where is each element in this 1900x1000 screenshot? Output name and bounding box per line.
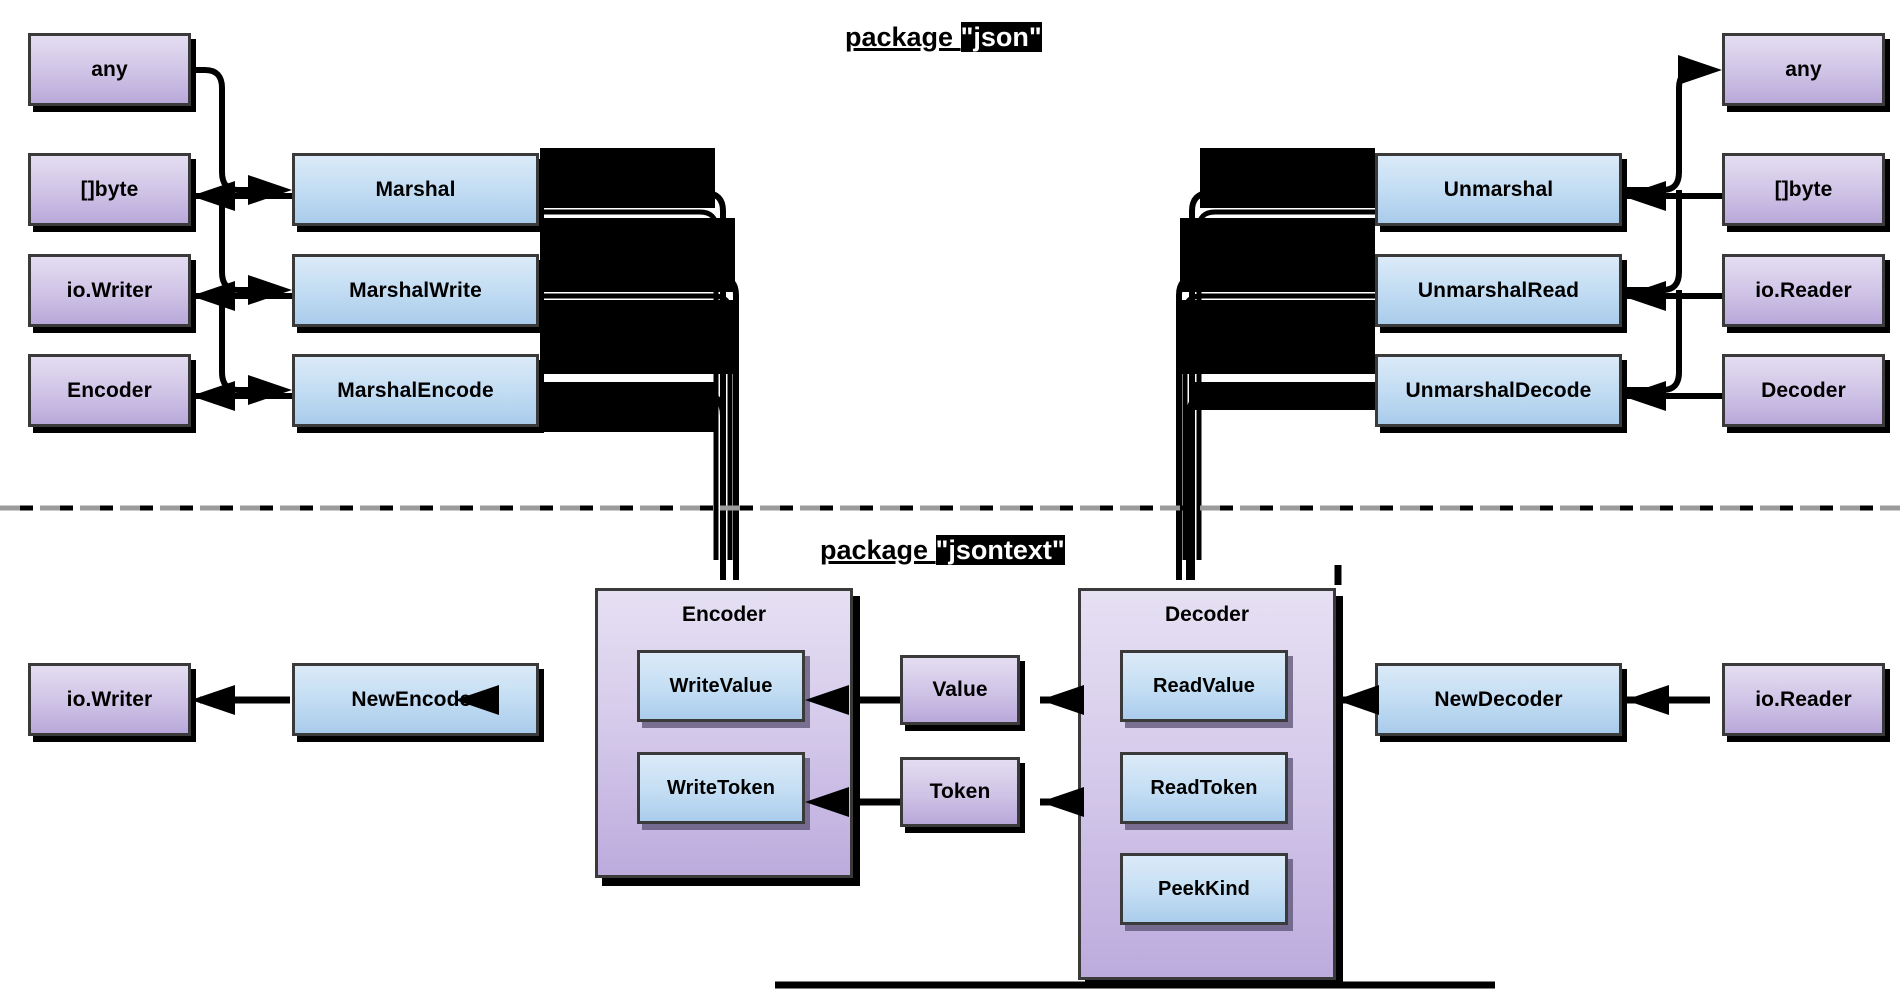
func-node-unmarshalread[interactable]: UnmarshalRead xyxy=(1375,254,1622,327)
node-label: io.Writer xyxy=(66,687,153,711)
node-label: UnmarshalDecode xyxy=(1405,378,1592,402)
node-label: []byte xyxy=(1774,177,1833,201)
type-node-decoder-right[interactable]: Decoder xyxy=(1722,354,1885,427)
node-label: io.Reader xyxy=(1755,687,1852,711)
type-node-ioreader-right[interactable]: io.Reader xyxy=(1722,254,1885,327)
struct-container-encoder[interactable]: Encoder xyxy=(595,588,853,878)
method-node-writetoken[interactable]: WriteToken xyxy=(637,752,805,824)
node-label: ReadValue xyxy=(1152,674,1256,697)
method-node-peekkind[interactable]: PeekKind xyxy=(1120,853,1288,925)
type-node-iowriter-bottom[interactable]: io.Writer xyxy=(28,663,191,736)
func-node-unmarshal[interactable]: Unmarshal xyxy=(1375,153,1622,226)
node-label: Encoder xyxy=(67,378,152,402)
node-label: Decoder xyxy=(1761,378,1846,402)
package-jsontext-title-pre: package xyxy=(820,535,936,565)
node-label: io.Writer xyxy=(66,278,153,302)
node-label: MarshalWrite xyxy=(349,278,482,302)
type-node-token[interactable]: Token xyxy=(900,757,1020,827)
node-label: ReadToken xyxy=(1150,776,1258,799)
node-label: NewDecoder xyxy=(1434,687,1563,711)
type-node-encoder-left[interactable]: Encoder xyxy=(28,354,191,427)
node-label: Value xyxy=(932,678,988,701)
func-node-newdecoder[interactable]: NewDecoder xyxy=(1375,663,1622,736)
package-jsontext-title: package "jsontext" xyxy=(820,535,1065,566)
func-node-unmarshaldecode[interactable]: UnmarshalDecode xyxy=(1375,354,1622,427)
container-title-encoder: Encoder xyxy=(681,603,767,626)
type-node-value[interactable]: Value xyxy=(900,655,1020,725)
node-label: WriteToken xyxy=(666,776,776,799)
container-title-decoder: Decoder xyxy=(1164,603,1250,626)
package-jsontext-title-quoted: "jsontext" xyxy=(935,535,1065,565)
type-node-bytes-left[interactable]: []byte xyxy=(28,153,191,226)
node-label: any xyxy=(91,57,128,81)
node-label: Marshal xyxy=(375,177,456,201)
node-label: UnmarshalRead xyxy=(1417,278,1580,302)
func-node-marshalwrite[interactable]: MarshalWrite xyxy=(292,254,539,327)
node-label: any xyxy=(1785,57,1822,81)
func-node-newencoder[interactable]: NewEncoder xyxy=(292,663,539,736)
func-node-marshalencode[interactable]: MarshalEncode xyxy=(292,354,539,427)
type-node-any-left[interactable]: any xyxy=(28,33,191,106)
node-label: MarshalEncode xyxy=(337,378,494,402)
package-json-title: package "json" xyxy=(845,22,1042,53)
type-node-iowriter-left[interactable]: io.Writer xyxy=(28,254,191,327)
type-node-any-right[interactable]: any xyxy=(1722,33,1885,106)
type-node-ioreader-bottom[interactable]: io.Reader xyxy=(1722,663,1885,736)
package-json-title-quoted: "json" xyxy=(960,22,1042,52)
node-label: NewEncoder xyxy=(351,687,480,711)
node-label: Unmarshal xyxy=(1443,177,1554,201)
node-label: WriteValue xyxy=(669,674,773,697)
node-label: Token xyxy=(929,780,991,803)
func-node-marshal[interactable]: Marshal xyxy=(292,153,539,226)
method-node-readtoken[interactable]: ReadToken xyxy=(1120,752,1288,824)
node-label: io.Reader xyxy=(1755,278,1852,302)
node-label: PeekKind xyxy=(1158,877,1250,900)
method-node-readvalue[interactable]: ReadValue xyxy=(1120,650,1288,722)
type-node-bytes-right[interactable]: []byte xyxy=(1722,153,1885,226)
node-label: []byte xyxy=(80,177,139,201)
method-node-writevalue[interactable]: WriteValue xyxy=(637,650,805,722)
package-json-title-pre: package xyxy=(845,22,961,52)
